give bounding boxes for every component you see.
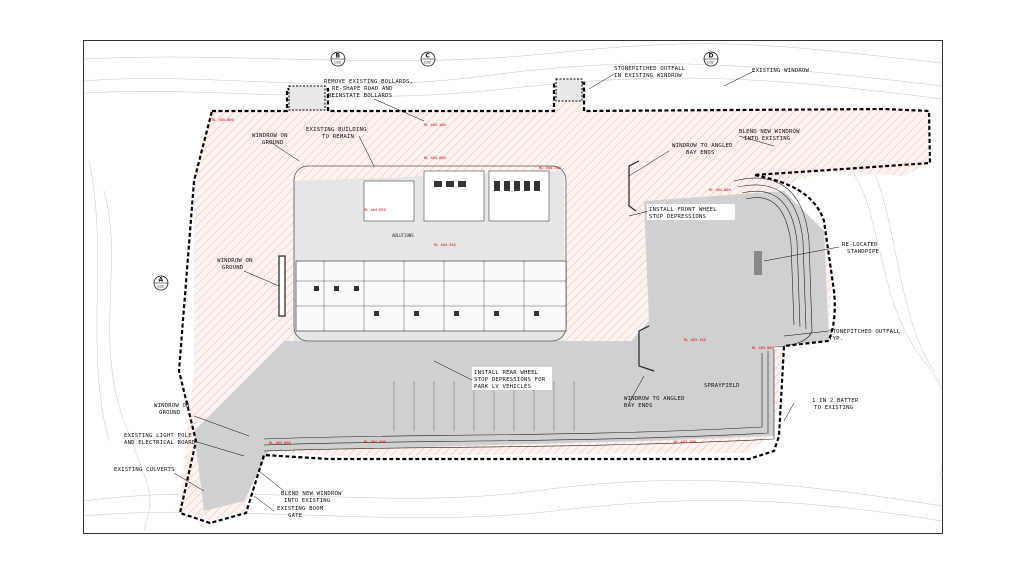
note-windrow-angled-bays-2: WINDROW TO ANGLED [624, 396, 685, 402]
level-tag: RL 404.650 [364, 208, 386, 212]
svg-text:RE-SHAPE ROAD AND: RE-SHAPE ROAD AND [332, 86, 393, 92]
svg-text:STOP DEPRESSIONS: STOP DEPRESSIONS [649, 214, 706, 220]
level-tag: RL 405.100 [424, 123, 446, 127]
section-marker-b: B C02 [330, 51, 346, 67]
svg-text:BAY ENDS: BAY ENDS [624, 403, 653, 409]
note-relocated-standpipe: RE-LOCATED [842, 242, 878, 248]
level-tag: RL 403.200 [674, 440, 696, 444]
note-blend-windrow-2: BLEND NEW WINDROW [281, 491, 342, 497]
site-plan-drawing: ABLUTIONS B C02 C C02 D C02 [84, 41, 942, 533]
svg-text:C02: C02 [707, 61, 714, 65]
ablutions-label: ABLUTIONS [392, 233, 414, 238]
note-existing-windrow: EXISTING WINDROW [752, 68, 810, 74]
svg-text:GROUND: GROUND [159, 410, 181, 416]
site-boundary [177, 81, 932, 525]
svg-text:D: D [709, 53, 714, 60]
note-existing-culverts: EXISTING CULVERTS [114, 467, 175, 473]
level-tag: RL 403.150 [684, 338, 706, 342]
svg-text:STOP DEPRESSIONS FOR: STOP DEPRESSIONS FOR [474, 377, 546, 383]
level-tags: RL 405.000 RL 405.100 RL 404.800 RL 404.… [212, 118, 774, 445]
level-tag: RL 404.700 [539, 166, 561, 170]
section-marker-a: A C02 [153, 275, 169, 291]
svg-text:TYP.: TYP. [829, 336, 843, 342]
note-light-pole: EXISTING LIGHT POLE [124, 433, 192, 439]
parking-bays [393, 381, 575, 431]
leader-lines [173, 70, 840, 512]
svg-text:TO REMAIN: TO REMAIN [322, 134, 354, 140]
svg-text:GROUND: GROUND [262, 140, 284, 146]
level-tag: RL 405.000 [212, 118, 234, 122]
note-blend-windrow: BLEND NEW WINDROW [739, 129, 800, 135]
level-tag: RL 403.000 [269, 441, 291, 445]
windrow-bank [263, 177, 813, 452]
note-front-wheel-stops: INSTALL FRONT WHEEL [649, 207, 717, 213]
svg-text:INTO EXISTING: INTO EXISTING [744, 136, 791, 142]
svg-text:TO EXISTING: TO EXISTING [814, 405, 854, 411]
note-sprayfield: SPRAYFIELD [704, 383, 740, 389]
section-marker-c: C C02 [420, 51, 436, 67]
note-windrow-angled-bays: WINDROW TO ANGLED [672, 143, 733, 149]
note-existing-building: EXISTING BUILDING [306, 127, 367, 133]
note-batter: 1 IN 2 BATTER [812, 398, 859, 404]
level-tag: RL 404.350 [434, 243, 456, 247]
svg-text:GATE: GATE [288, 513, 303, 519]
svg-text:C02: C02 [157, 285, 164, 289]
note-windrow-on-ground-2: WINDROW ON [217, 258, 253, 264]
svg-text:AND ELECTRICAL BOARD: AND ELECTRICAL BOARD [124, 440, 196, 446]
annotation-notes: REMOVE EXISTING BOLLARDS, RE-SHAPE ROAD … [114, 66, 901, 519]
svg-text:C02: C02 [334, 61, 341, 65]
stonepitched-outfalls [288, 78, 583, 111]
svg-text:STANDPIPE: STANDPIPE [847, 249, 880, 255]
svg-text:C02: C02 [424, 61, 431, 65]
level-tag: RL 404.000 [709, 188, 731, 192]
svg-text:IN EXISTING WINDROW: IN EXISTING WINDROW [614, 73, 682, 79]
section-marker-d: D C02 [703, 51, 719, 67]
note-stonepitched-typ: STONEPITCHED OUTFALL [829, 329, 901, 335]
svg-text:REINSTATE BOLLARDS: REINSTATE BOLLARDS [328, 93, 392, 99]
note-windrow-on-ground: WINDROW ON [252, 133, 288, 139]
building: ABLUTIONS [293, 165, 567, 342]
note-windrow-on-ground-3: WINDROW ON [154, 403, 190, 409]
note-remove-bollards: REMOVE EXISTING BOLLARDS, [324, 79, 413, 85]
standpipe [754, 251, 762, 275]
drawing-sheet: ABLUTIONS B C02 C C02 D C02 [83, 40, 943, 534]
level-tag: RL 404.800 [424, 156, 446, 160]
svg-text:B: B [336, 53, 341, 60]
svg-text:A: A [159, 277, 164, 284]
note-stonepitched-outfall: STONEPITCHED OUTFALL [614, 66, 686, 72]
svg-text:GROUND: GROUND [222, 265, 244, 271]
note-boom-gate: EXISTING BOOM [277, 506, 324, 512]
level-tag: RL 403.000 [752, 346, 774, 350]
svg-text:C: C [426, 53, 431, 60]
svg-text:PARK LV VEHICLES: PARK LV VEHICLES [474, 384, 531, 390]
level-tag: RL 404.500 [364, 440, 386, 444]
svg-text:INTO EXISTING: INTO EXISTING [284, 498, 331, 504]
svg-text:BAY ENDS: BAY ENDS [686, 150, 715, 156]
note-rear-wheel-stops: INSTALL REAR WHEEL [474, 370, 539, 376]
